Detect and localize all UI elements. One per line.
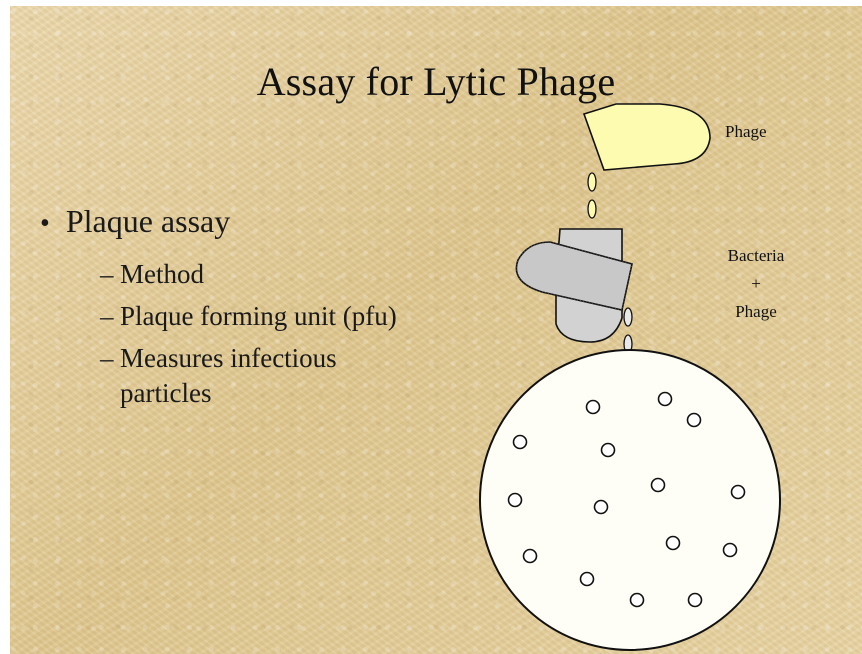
label-plus: + (712, 270, 800, 298)
plaque (587, 401, 600, 414)
phage-tube (584, 104, 710, 170)
plaque (732, 486, 745, 499)
label-bacteria-phage: Bacteria + Phage (712, 242, 800, 326)
plaque (581, 573, 594, 586)
petri-plate (480, 350, 780, 650)
plaque-assay-diagram (10, 6, 862, 654)
label-phage: Phage (725, 118, 767, 146)
slide: Assay for Lytic Phage • Plaque assay – M… (10, 6, 862, 654)
label-phage-2: Phage (712, 298, 800, 326)
plaque (602, 444, 615, 457)
plaque (667, 537, 680, 550)
plaque (689, 594, 702, 607)
mix-droplet (624, 308, 632, 326)
plaque (514, 436, 527, 449)
plaque (631, 594, 644, 607)
plaque (652, 479, 665, 492)
label-bacteria: Bacteria (712, 242, 800, 270)
plaque (688, 414, 701, 427)
phage-droplet (588, 173, 596, 191)
phage-droplet (588, 200, 596, 218)
plaque (509, 494, 522, 507)
plaque (724, 544, 737, 557)
plaque (595, 501, 608, 514)
plaque (659, 393, 672, 406)
plaque (524, 550, 537, 563)
